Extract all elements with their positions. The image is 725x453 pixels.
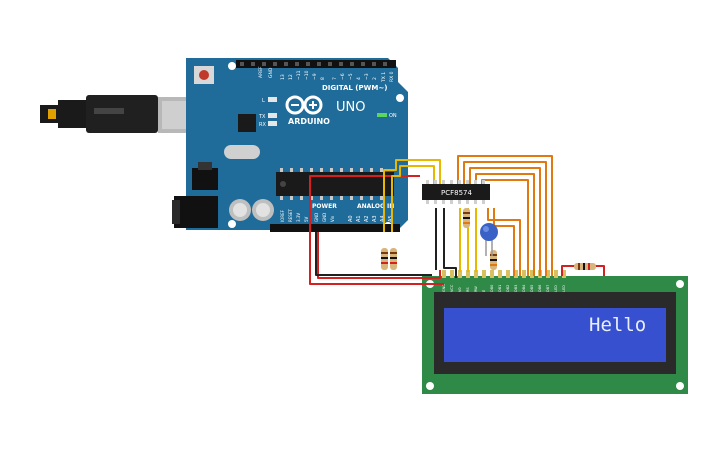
led-on xyxy=(377,113,387,117)
svg-text:LED: LED xyxy=(554,285,558,292)
svg-text:~5: ~5 xyxy=(348,73,354,80)
wire-orange[interactable] xyxy=(457,155,553,276)
led-l-label: L xyxy=(262,98,265,104)
svg-text:12: 12 xyxy=(288,74,294,80)
svg-text:DB7: DB7 xyxy=(546,285,550,292)
svg-text:A2: A2 xyxy=(364,215,370,222)
brand-label: ARDUINO xyxy=(288,117,330,126)
wire-red[interactable] xyxy=(317,232,441,279)
svg-text:E: E xyxy=(482,290,486,292)
svg-text:DB5: DB5 xyxy=(530,285,534,292)
svg-text:A1: A1 xyxy=(356,215,362,222)
svg-text:DB0: DB0 xyxy=(490,285,494,292)
gnd-label: GND xyxy=(268,67,274,78)
svg-text:GND: GND xyxy=(322,213,327,222)
svg-text:4: 4 xyxy=(356,77,362,80)
svg-text:DB1: DB1 xyxy=(498,285,502,292)
lcd-pin-labels: GND VCC V0 RS RW E DB0 DB1 DB2 DB3 DB4 D… xyxy=(442,284,566,292)
reset-button-cap[interactable] xyxy=(199,70,209,80)
svg-text:DB6: DB6 xyxy=(538,285,542,292)
svg-text:2: 2 xyxy=(372,77,378,80)
wire-black[interactable] xyxy=(443,208,457,278)
svg-text:RESET: RESET xyxy=(288,209,293,222)
wire-orange[interactable] xyxy=(475,173,535,276)
mounting-hole xyxy=(396,94,404,102)
svg-text:IOREF: IOREF xyxy=(280,209,285,222)
mounting-hole xyxy=(228,62,236,70)
digital-header[interactable] xyxy=(236,60,396,68)
mounting-hole xyxy=(228,220,236,228)
aref-label: AREF xyxy=(258,66,264,78)
digital-pin-labels: 13 12 ~11 ~10 ~9 8 7 ~6 ~5 4 ~3 2 TX 1 R… xyxy=(280,70,395,83)
svg-text:~10: ~10 xyxy=(304,70,310,80)
svg-text:DB3: DB3 xyxy=(514,285,518,292)
svg-text:TX 1: TX 1 xyxy=(381,72,387,83)
led-tx xyxy=(268,113,277,118)
usb-cable[interactable] xyxy=(40,95,210,133)
voltage-regulator xyxy=(192,168,218,190)
svg-text:LED: LED xyxy=(562,285,566,292)
model-label: UNO xyxy=(336,100,365,115)
power-jack[interactable] xyxy=(174,196,218,228)
pcf8574-label: PCF8574 xyxy=(441,189,472,197)
ceramic-capacitor[interactable] xyxy=(480,223,498,256)
svg-text:VCC: VCC xyxy=(450,284,454,292)
usb-chip xyxy=(238,114,256,132)
arduino-logo xyxy=(285,95,323,115)
analog-label: ANALOG IN xyxy=(357,203,394,210)
digital-pwm-label: DIGITAL (PWM~) xyxy=(322,84,387,92)
pullup-resistor[interactable] xyxy=(390,248,397,270)
wire-yellow[interactable] xyxy=(391,165,435,232)
power-label: POWER xyxy=(312,203,337,210)
wire-orange[interactable] xyxy=(463,161,547,276)
wire-yellow[interactable] xyxy=(383,159,441,232)
svg-text:GND: GND xyxy=(442,284,446,292)
svg-text:RX 0: RX 0 xyxy=(389,71,395,82)
svg-text:DB2: DB2 xyxy=(506,285,510,292)
svg-text:GND: GND xyxy=(314,213,319,222)
wire-black[interactable] xyxy=(315,232,432,276)
led-rx xyxy=(268,121,277,126)
on-label: ON xyxy=(389,113,397,119)
svg-text:DB4: DB4 xyxy=(522,284,526,292)
svg-text:8: 8 xyxy=(320,77,326,80)
svg-text:A0: A0 xyxy=(348,215,354,222)
power-analog-header[interactable] xyxy=(270,224,400,232)
svg-text:~9: ~9 xyxy=(312,73,318,80)
chip-resistor[interactable] xyxy=(463,208,470,228)
svg-text:~6: ~6 xyxy=(340,73,346,80)
arduino-board[interactable]: AREF GND 13 12 ~11 ~10 ~9 8 7 ~6 ~5 4 ~3… xyxy=(172,58,408,232)
lcd-module[interactable]: Hello GND VCC V0 RS RW E DB0 DB1 DB2 DB3… xyxy=(422,270,688,394)
wire-red[interactable] xyxy=(309,232,444,285)
svg-text:13: 13 xyxy=(280,74,286,80)
led-tx-label: TX xyxy=(258,114,266,120)
lcd-display-text: Hello xyxy=(589,314,646,336)
svg-text:RS: RS xyxy=(466,287,470,292)
wire-orange[interactable] xyxy=(469,167,541,276)
led-rx-label: RX xyxy=(259,122,266,128)
svg-text:5V: 5V xyxy=(304,216,309,222)
svg-text:V0: V0 xyxy=(458,287,462,292)
wires[interactable] xyxy=(309,155,605,285)
lcd-screen xyxy=(444,308,666,362)
svg-text:~3: ~3 xyxy=(364,73,370,80)
svg-text:Vin: Vin xyxy=(330,215,335,222)
led-l xyxy=(268,97,277,102)
wire-orange[interactable] xyxy=(493,208,515,276)
svg-text:3.3V: 3.3V xyxy=(296,213,301,222)
svg-text:A3: A3 xyxy=(372,215,378,222)
pullup-resistor[interactable] xyxy=(381,248,388,270)
backlight-resistor[interactable] xyxy=(574,263,596,270)
svg-text:RW: RW xyxy=(474,286,478,292)
crystal xyxy=(224,145,260,159)
svg-text:7: 7 xyxy=(332,77,338,80)
contrast-resistor[interactable] xyxy=(490,250,497,270)
wire-orange[interactable] xyxy=(487,208,521,276)
pcf8574-chip[interactable]: PCF8574 xyxy=(422,180,490,204)
power-pin-labels: IOREF RESET 3.3V 5V GND GND Vin xyxy=(280,209,335,222)
svg-text:~11: ~11 xyxy=(296,70,302,80)
